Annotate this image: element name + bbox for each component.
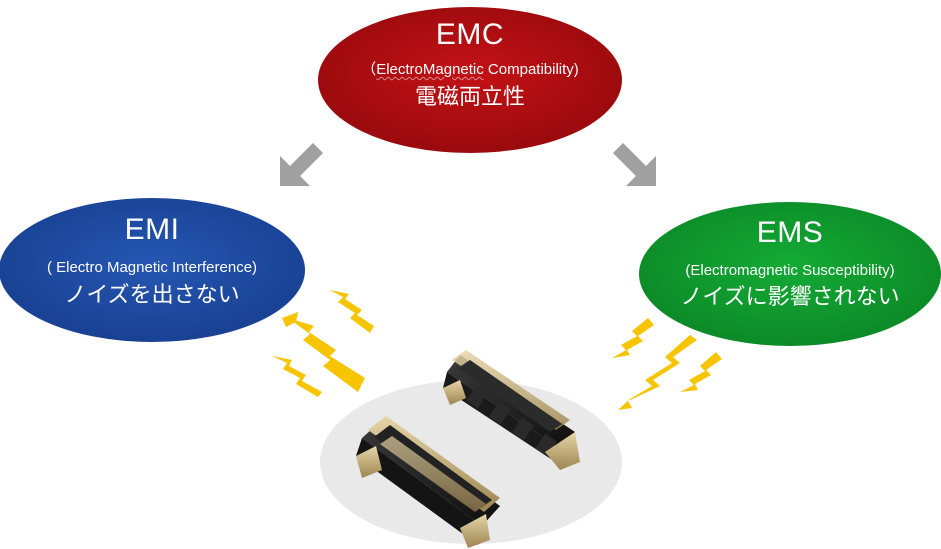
- emi-japanese: ノイズを出さない: [64, 283, 240, 308]
- arrow-down-right-icon: [613, 136, 656, 186]
- emc-title: EMC: [435, 18, 505, 51]
- connector-image: [443, 350, 580, 470]
- emi-subtitle: ( Electro Magnetic Interference): [46, 259, 258, 276]
- emi-ellipse: [0, 198, 305, 342]
- connector-image: [356, 416, 500, 548]
- lightning-bolt-icon: [272, 290, 374, 397]
- ems-title: EMS: [756, 216, 824, 249]
- emc-subtitle-open: （: [361, 61, 377, 78]
- emi-label-group: EMI ( Electro Magnetic Interference) ノイズ…: [0, 213, 304, 310]
- ems-subtitle: (Electromagnetic Susceptibility): [685, 262, 895, 279]
- ems-japanese: ノイズに影響されない: [680, 285, 900, 310]
- emc-ellipse: [318, 7, 622, 153]
- arrow-down-left-icon: [280, 136, 323, 186]
- emc-japanese: 電磁両立性: [414, 85, 525, 110]
- emc-subtitle-word2: Compatibility): [483, 61, 579, 78]
- ems-label-group: EMS (Electromagnetic Susceptibility) ノイズ…: [639, 216, 941, 312]
- emi-title: EMI: [124, 213, 180, 246]
- emc-label-group: EMC （ElectroMagnetic Compatibility) 電磁両立…: [318, 18, 622, 112]
- ems-ellipse: [639, 202, 941, 346]
- lightning-bolt-icon: [612, 318, 722, 410]
- emc-subtitle: （ElectroMagnetic Compatibility): [318, 60, 622, 79]
- emc-subtitle-word1: ElectroMagnetic: [376, 61, 484, 78]
